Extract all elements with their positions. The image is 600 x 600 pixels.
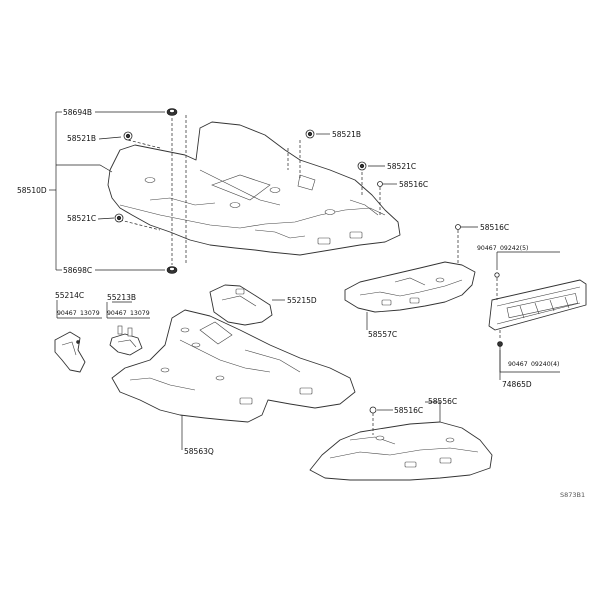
clip-58521B-left [123, 131, 133, 141]
label-90467-c: 90467 [57, 310, 77, 317]
label-58694B: 58694B [63, 108, 92, 117]
label-09240: 09240(4) [531, 361, 559, 368]
label-58516C-mid: 58516C [480, 223, 509, 232]
label-58556C: 58556C [428, 397, 457, 406]
label-13079-a: 13079 [80, 310, 100, 317]
scuff-plate-74865D [488, 251, 587, 380]
label-09242: 09242(5) [500, 245, 528, 252]
clip-58521B-right [287, 129, 330, 180]
label-58510D: 58510D [17, 186, 47, 195]
label-55215D: 55215D [287, 296, 317, 305]
clip-58694B [166, 108, 178, 116]
label-58521C-left: 58521C [67, 214, 96, 223]
label-13079-b: 13079 [130, 310, 150, 317]
label-90467-b: 90467 [508, 361, 528, 368]
label-90467-d: 90467 [107, 310, 127, 317]
rear-mat-58556C [309, 401, 493, 481]
rear-mat-58557C [344, 224, 478, 330]
label-58516C-low: 58516C [394, 406, 423, 415]
label-58557C: 58557C [368, 330, 397, 339]
label-58698C: 58698C [63, 266, 92, 275]
figure-code: S873B1 [560, 491, 585, 499]
pad-55214C [54, 300, 102, 373]
pad-55213B [106, 301, 150, 356]
clip-58521C-left [114, 213, 124, 223]
label-58521B-left: 58521B [67, 134, 96, 143]
leader-group-58510D [49, 111, 187, 271]
label-55214C: 55214C [55, 291, 84, 300]
label-58521B-right: 58521B [332, 130, 361, 139]
foot-pad-55215D [209, 284, 285, 326]
floor-carpet-front [107, 121, 401, 256]
label-90467-a: 90467 [477, 245, 497, 252]
label-55213B: 55213B [107, 293, 136, 302]
clip-58516C-top [377, 181, 397, 215]
label-58516C-top: 58516C [399, 180, 428, 189]
label-58521C-right: 58521C [387, 162, 416, 171]
label-58563Q: 58563Q [184, 447, 214, 456]
front-mat-58563Q [111, 309, 356, 450]
label-74865D: 74865D [502, 380, 532, 389]
clip-58698C [166, 266, 178, 274]
clip-58521C-right [357, 161, 385, 195]
